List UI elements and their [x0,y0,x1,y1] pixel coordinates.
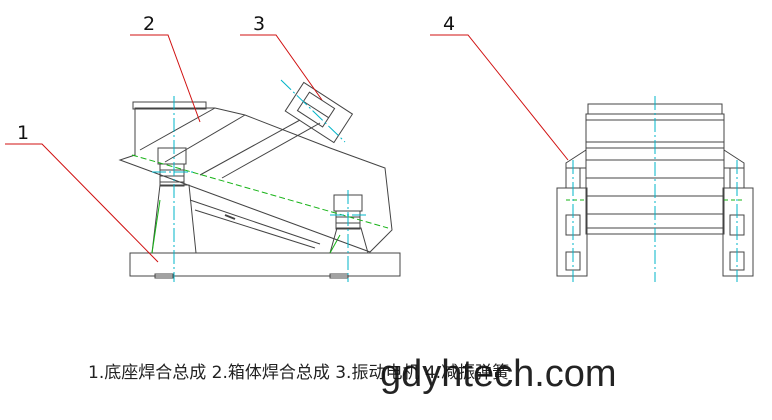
caption-parts-list: 1.底座焊合总成 2.箱体焊合总成 3.振动电机 4.减振弹簧 [88,363,510,383]
callout-4: 4 [443,13,455,35]
watermark-site: gdyhtech.com [380,353,617,395]
left-bracket [565,149,587,169]
right-pedestal [329,227,369,254]
right-bracket [723,149,745,169]
spring-left [159,163,185,187]
callout-2: 2 [143,13,155,35]
callout-3: 3 [253,13,265,35]
right-leg [722,187,754,277]
screen-box [118,107,393,253]
base-weldment [129,252,401,277]
box-top-flange [132,101,207,110]
callout-1: 1 [17,122,29,144]
center-lines [152,79,738,282]
leader-lines [5,34,569,263]
vibration-motor [284,81,354,144]
spring-seat-top-left [157,147,187,165]
left-leg [556,187,588,277]
